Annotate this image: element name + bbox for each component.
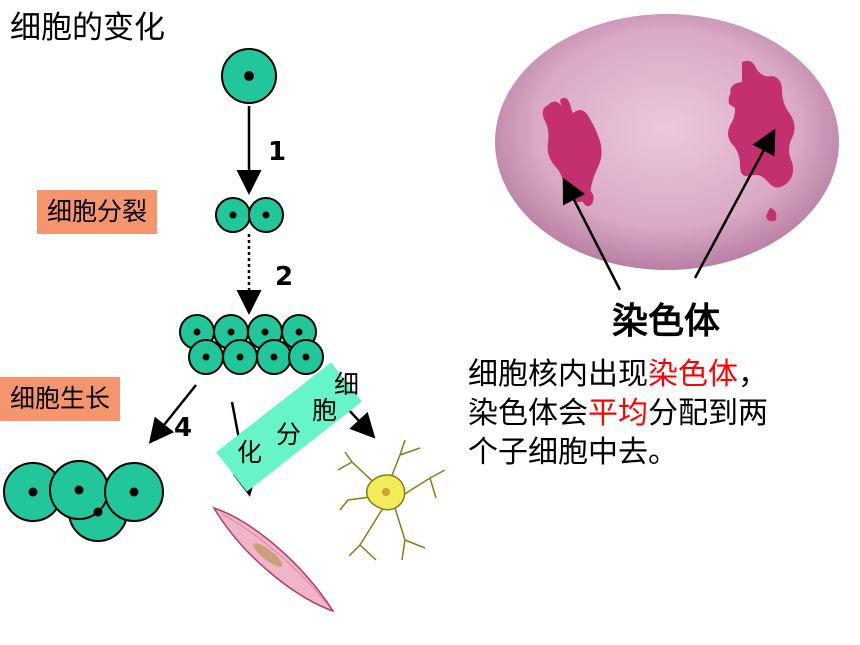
cell-growth-label: 细胞生长: [0, 377, 121, 421]
chromosome-caption: 染色体: [612, 301, 721, 342]
step-label-2: 2: [275, 262, 294, 292]
chromosomes-right: [728, 60, 795, 222]
step-label-4: 4: [174, 413, 193, 443]
step-label-1: 1: [268, 137, 287, 167]
chromosomes-left: [542, 97, 602, 207]
differentiation-char-1: 细: [334, 370, 360, 399]
cell-division-label: 细胞分裂: [37, 190, 158, 234]
microscope-photo: [495, 14, 839, 291]
two-cells: [215, 197, 284, 233]
description-line-1: 细胞核内出现染色体，: [468, 357, 768, 392]
arrow-step-4: [148, 384, 197, 444]
cell-cluster: [179, 314, 324, 375]
differentiation-char-3: 分: [276, 420, 302, 449]
pointer-left: [562, 177, 622, 291]
description-line-3: 个子细胞中去。: [468, 435, 678, 470]
description-line-2: 染色体会平均分配到两: [468, 396, 768, 431]
differentiation-char-2: 胞: [312, 396, 338, 425]
differentiation-char-4: 化: [237, 438, 263, 467]
single-cell: [221, 48, 277, 104]
pointer-right: [693, 128, 776, 279]
page-title: 细胞的变化: [10, 10, 165, 46]
grown-cells: [3, 460, 164, 542]
muscle-cell: [212, 506, 335, 613]
description-text: 细胞核内出现染色体， 染色体会平均分配到两 个子细胞中去。: [468, 355, 853, 472]
